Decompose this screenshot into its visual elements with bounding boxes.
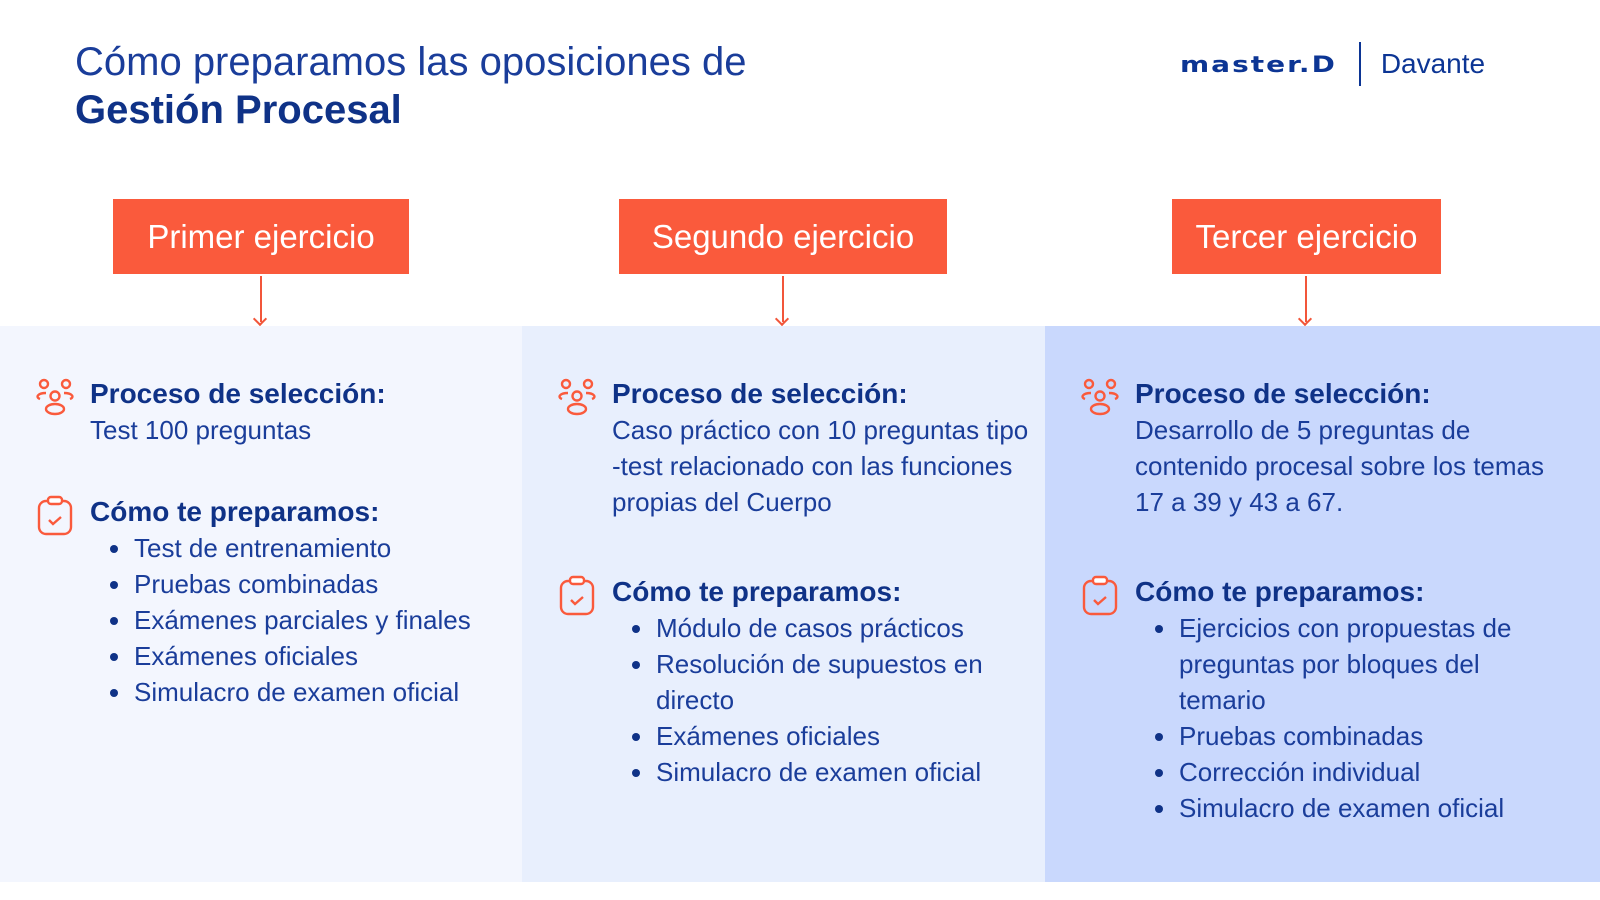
exercise-tag: Segundo ejercicio (619, 199, 947, 274)
title-line2: Gestión Procesal (75, 88, 402, 132)
clipboard-check-icon (559, 575, 595, 616)
selection-section: Proceso de selección: Caso práctico con … (558, 376, 1032, 520)
preparation-item: Simulacro de examen oficial (110, 674, 510, 710)
down-arrow-icon (260, 276, 262, 322)
logo-divider (1358, 42, 1361, 86)
preparation-item: Pruebas combinadas (1155, 718, 1555, 754)
selection-title: Proceso de selección: (612, 378, 908, 409)
preparation-section: Cómo te preparamos: Test de entrenamient… (37, 494, 510, 710)
preparation-title: Cómo te preparamos: (612, 576, 902, 607)
preparation-item: Test de entrenamiento (110, 530, 510, 566)
exercise-tag: Primer ejercicio (113, 199, 409, 274)
exercise-tag-label: Primer ejercicio (147, 217, 375, 255)
preparation-title: Cómo te preparamos: (90, 496, 380, 527)
page-title: Cómo preparamos las oposiciones de Gesti… (75, 38, 746, 134)
davante-logo: Davante (1380, 48, 1486, 79)
preparation-item: Pruebas combinadas (110, 566, 510, 602)
exercise-panel: Proceso de selección: Desarrollo de 5 pr… (1045, 326, 1600, 882)
exercise-tag-label: Segundo ejercicio (651, 217, 915, 255)
preparation-title: Cómo te preparamos: (1135, 576, 1425, 607)
preparation-section: Cómo te preparamos: Módulo de casos prác… (559, 574, 1032, 790)
logos: master.D Davante (1180, 42, 1485, 86)
selection-section: Proceso de selección: Desarrollo de 5 pr… (1081, 376, 1555, 520)
selection-title: Proceso de selección: (1135, 378, 1431, 409)
clipboard-check-icon (1082, 575, 1118, 616)
master-d-logo: master.D (1180, 50, 1337, 78)
title-line1: Cómo preparamos las oposiciones de (75, 40, 747, 84)
preparation-item: Exámenes oficiales (110, 638, 510, 674)
people-group-icon (36, 378, 74, 416)
preparation-item: Exámenes oficiales (632, 718, 1032, 754)
preparation-item: Corrección individual (1155, 754, 1555, 790)
selection-text: Caso práctico con 10 preguntas tipo -tes… (612, 415, 1029, 517)
selection-text: Desarrollo de 5 preguntas de contenido p… (1135, 415, 1545, 517)
preparation-item: Simulacro de examen oficial (632, 754, 1032, 790)
selection-text: Test 100 preguntas (90, 415, 312, 445)
exercise-panel: Proceso de selección: Test 100 preguntas… (0, 326, 523, 882)
preparation-list: Ejercicios con propuestas de preguntas p… (1155, 610, 1555, 826)
clipboard-check-icon (37, 495, 73, 536)
people-group-icon (558, 378, 596, 416)
preparation-item: Simulacro de examen oficial (1155, 790, 1555, 826)
selection-title: Proceso de selección: (90, 378, 386, 409)
preparation-item: Módulo de casos prácticos (632, 610, 1032, 646)
preparation-item: Exámenes parciales y finales (110, 602, 510, 638)
exercise-panel: Proceso de selección: Caso práctico con … (522, 326, 1045, 882)
preparation-section: Cómo te preparamos: Ejercicios con propu… (1082, 574, 1555, 826)
exercise-tag: Tercer ejercicio (1172, 199, 1441, 274)
exercise-tag-label: Tercer ejercicio (1195, 217, 1418, 255)
people-group-icon (1081, 378, 1119, 416)
preparation-item: Ejercicios con propuestas de preguntas p… (1155, 610, 1555, 718)
down-arrow-icon (782, 276, 784, 322)
preparation-item: Resolución de supuestos en directo (632, 646, 1032, 718)
selection-section: Proceso de selección: Test 100 preguntas (36, 376, 510, 448)
down-arrow-icon (1305, 276, 1307, 322)
